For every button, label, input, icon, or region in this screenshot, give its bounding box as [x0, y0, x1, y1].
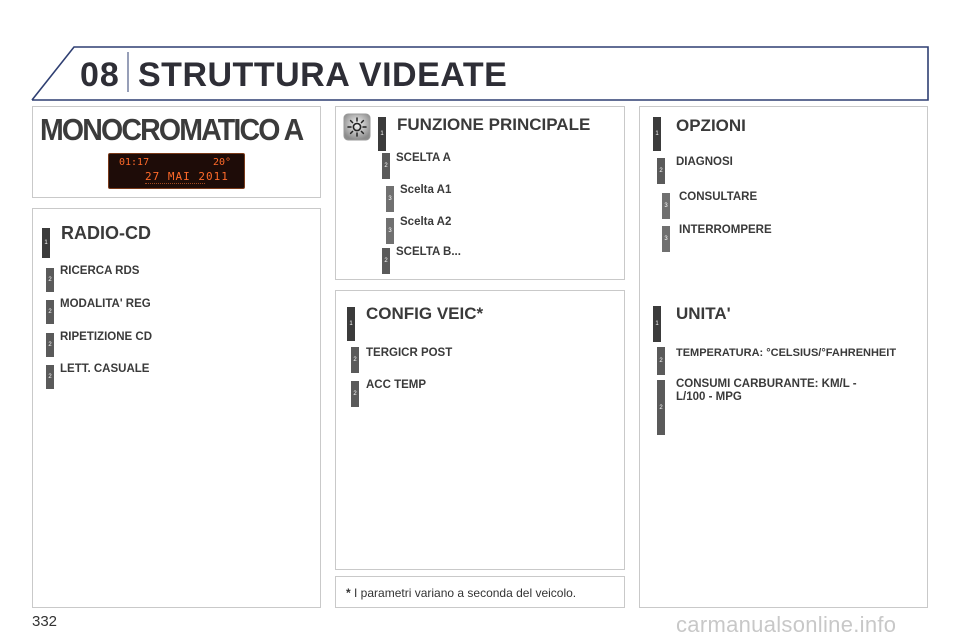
menu-item: DIAGNOSI [676, 156, 733, 168]
footnote-marker: * [346, 586, 351, 600]
page-number: 332 [32, 613, 58, 630]
chapter-number: 08 [80, 56, 120, 94]
menu-item: TERGICR POST [366, 347, 453, 359]
menu-heading: FUNZIONE PRINCIPALE [397, 115, 591, 134]
level-badge: 2 [657, 347, 665, 375]
level-badge: 3 [662, 226, 670, 252]
menu-heading: CONFIG VEIC* [366, 304, 484, 323]
screen-date: 27 MAI 2011 [145, 170, 229, 183]
footnote-text: I parametri variano a seconda del veicol… [350, 586, 577, 600]
level-badge: 2 [351, 381, 359, 407]
menu-item: ACC TEMP [366, 379, 427, 391]
radio-panel [32, 208, 321, 608]
level-badge: 2 [657, 380, 665, 435]
level-badge: 1 [653, 306, 661, 342]
level-badge: 2 [46, 333, 54, 357]
menu-item: CONSULTARE [679, 191, 758, 203]
menu-item: SCELTA A [396, 152, 451, 164]
monochrome-screen: 01:17 20° 27 MAI 2011 [108, 153, 245, 189]
menu-heading: OPZIONI [676, 116, 746, 135]
level-badge: 1 [378, 117, 386, 151]
header-frame [31, 46, 929, 101]
level-badge: 2 [382, 153, 390, 179]
menu-item: LETT. CASUALE [60, 363, 150, 375]
level-badge: 1 [347, 307, 355, 341]
right-column-panel [639, 106, 928, 608]
level-badge: 1 [42, 228, 50, 258]
level-badge: 2 [351, 347, 359, 373]
screen-minor-marks [145, 183, 205, 186]
watermark: carmanualsonline.info [676, 612, 897, 637]
menu-item: RICERCA RDS [60, 265, 140, 277]
menu-item: RIPETIZIONE CD [60, 331, 153, 343]
display-type-title: MONOCROMATICO A [40, 112, 304, 147]
menu-item: CONSUMI CARBURANTE: KM/L - L/100 - MPG [676, 378, 857, 404]
menu-item-line: CONSUMI CARBURANTE: KM/L - [676, 378, 857, 390]
menu-heading: UNITA' [676, 304, 731, 323]
screen-time: 01:17 [119, 157, 150, 168]
menu-item: SCELTA B... [396, 246, 461, 258]
level-badge: 2 [46, 300, 54, 324]
config-panel [335, 290, 625, 570]
level-badge: 3 [386, 186, 394, 212]
menu-heading: RADIO-CD [61, 223, 151, 243]
menu-item: MODALITA' REG [60, 298, 151, 310]
page-title: STRUTTURA VIDEATE [138, 56, 508, 94]
level-badge: 1 [653, 117, 661, 151]
menu-item: Scelta A1 [400, 184, 452, 196]
footnote-box [335, 576, 625, 608]
level-badge: 2 [657, 158, 665, 184]
level-badge: 2 [382, 248, 390, 274]
level-badge: 2 [46, 268, 54, 292]
light-icon [343, 113, 371, 141]
level-badge: 2 [46, 365, 54, 389]
menu-item: Scelta A2 [400, 216, 452, 228]
footnote: * I parametri variano a seconda del veic… [346, 586, 576, 600]
menu-item-line: L/100 - MPG [676, 391, 742, 403]
menu-item: INTERROMPERE [679, 224, 772, 236]
screen-temp: 20° [213, 157, 232, 168]
menu-item: TEMPERATURA: °CELSIUS/°FAHRENHEIT [676, 347, 897, 359]
level-badge: 3 [386, 218, 394, 244]
level-badge: 3 [662, 193, 670, 219]
